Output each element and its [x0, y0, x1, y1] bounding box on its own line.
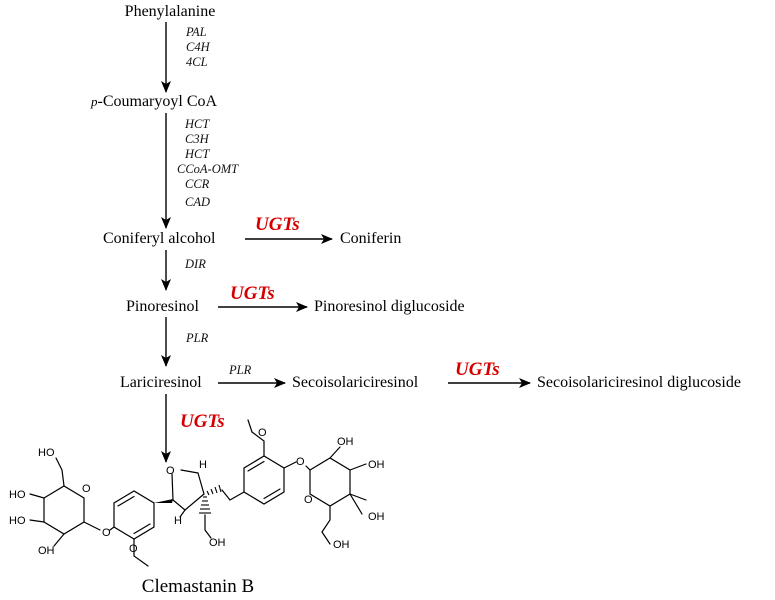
right-glc-oh-3: OH [368, 459, 385, 471]
node-lariciresinol: Lariciresinol [120, 374, 202, 391]
enzyme-ccr: CCR [185, 177, 210, 191]
thf-ring-o: O [166, 465, 175, 477]
hashed-bond-ch2oh [199, 496, 211, 514]
ugt-label-clemastanin: UGTs [180, 411, 225, 432]
right-methoxy-o: O [258, 427, 267, 439]
right-glc-oh-4: OH [368, 511, 385, 523]
left-glycosidic-o: O [102, 527, 111, 539]
left-glucose-ring: HO O HO HO OH O [9, 447, 111, 557]
left-glc-oh-3: HO [9, 515, 26, 527]
thf-h-lower: H [174, 515, 182, 527]
left-glc-oh-4: HO [9, 489, 26, 501]
enzyme-hct-1: HCT [184, 117, 210, 131]
enzyme-dir: DIR [184, 257, 206, 271]
right-glucose-ring: OH OH OH O OH [304, 436, 385, 551]
right-aromatic-ring: O O [243, 419, 305, 505]
clemastanin-b-structure: HO O HO HO OH O O O H H [9, 419, 385, 567]
enzyme-cad: CAD [185, 195, 210, 209]
enzyme-ccoa-omt: CCoA-OMT [177, 162, 239, 176]
enzyme-pal: PAL [185, 25, 207, 39]
caption-clemastanin-b: Clemastanin B [142, 576, 254, 597]
node-secoisolariciresinol: Secoisolariciresinol [292, 374, 419, 391]
left-glc-oh-2: OH [38, 545, 55, 557]
thf-ch2-oh: OH [209, 537, 226, 549]
node-coniferyl-alcohol: Coniferyl alcohol [103, 230, 216, 247]
enzyme-hct-2: HCT [184, 147, 210, 161]
hashed-bond-benzyl [206, 484, 222, 496]
coumaroyl-name: -Coumaryoyl CoA [98, 93, 218, 110]
right-glycosidic-o: O [296, 456, 305, 468]
left-glc-ring-o: O [82, 483, 91, 495]
node-coumaroyl-coa: p-Coumaryoyl CoA [90, 93, 217, 110]
enzyme-c4h: C4H [186, 40, 211, 54]
right-glc-oh-2: OH [337, 436, 354, 448]
left-aromatic-ring: O [109, 490, 155, 567]
ugt-label-pinoresinol: UGTs [230, 283, 275, 304]
thf-h-upper: H [199, 459, 207, 471]
node-pinoresinol-diglucoside: Pinoresinol diglucoside [314, 298, 465, 315]
node-secoisolariciresinol-diglucoside: Secoisolariciresinol diglucoside [537, 374, 741, 391]
right-glc-oh-6: OH [333, 539, 350, 551]
enzyme-plr-right: PLR [228, 363, 252, 377]
coumaroyl-prefix: p [90, 94, 98, 109]
enzyme-plr-down: PLR [185, 331, 209, 345]
tetrahydrofuran-core: O H H OH [154, 459, 245, 549]
node-phenylalanine: Phenylalanine [125, 3, 216, 20]
node-coniferin: Coniferin [340, 230, 401, 247]
ugt-label-coniferin: UGTs [255, 214, 300, 235]
node-pinoresinol: Pinoresinol [126, 298, 199, 315]
ugt-label-secoisolariciresinol: UGTs [455, 359, 500, 380]
right-glc-ring-o: O [304, 494, 313, 506]
left-glc-oh-6: HO [38, 447, 55, 459]
left-methoxy-o: O [129, 543, 138, 555]
enzyme-4cl: 4CL [186, 55, 208, 69]
enzyme-c3h: C3H [185, 132, 210, 146]
